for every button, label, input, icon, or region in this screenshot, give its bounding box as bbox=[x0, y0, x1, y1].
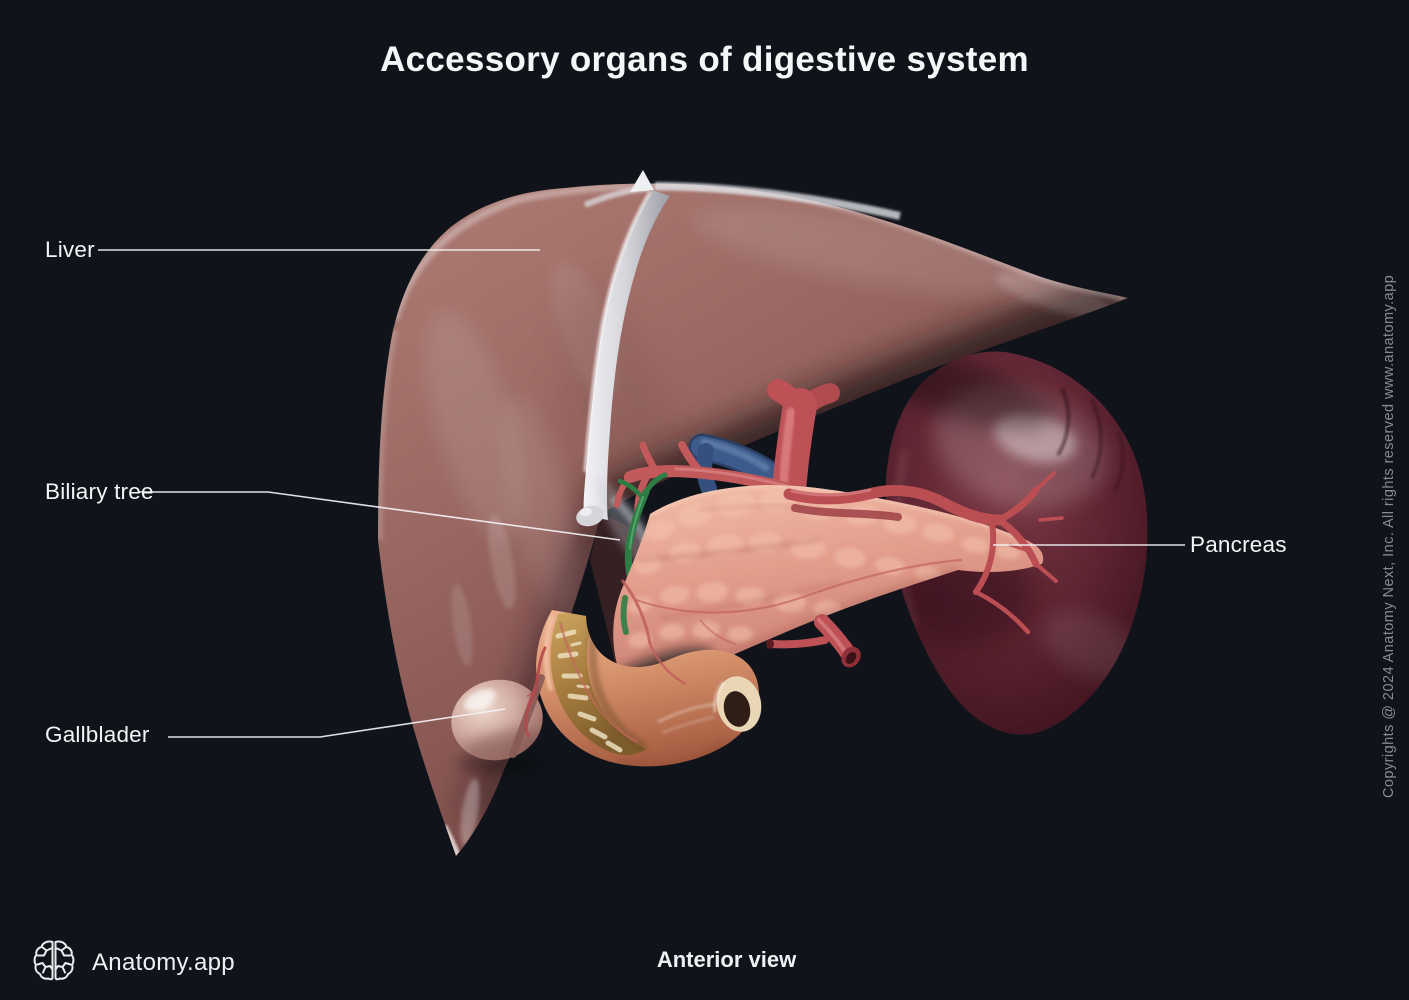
splenic-vessels bbox=[783, 471, 1064, 635]
falciform-ligament bbox=[576, 170, 901, 527]
brand-footer: Anatomy.app bbox=[30, 936, 235, 989]
label-liver: Liver bbox=[45, 237, 95, 262]
gallbladder bbox=[451, 646, 547, 774]
view-label: Anterior view bbox=[656, 947, 797, 972]
label-biliary-tree: Biliary tree bbox=[45, 479, 154, 504]
mesenteric-vessel-stub bbox=[766, 614, 861, 668]
hepatic-artery bbox=[614, 379, 840, 516]
brain-logo-icon bbox=[30, 936, 78, 989]
duodenum bbox=[536, 610, 762, 767]
brand-name: Anatomy.app bbox=[92, 948, 235, 976]
biliary-tree-leader-line bbox=[138, 491, 621, 541]
gallbladder-leader-line bbox=[168, 708, 506, 738]
page-title: Accessory organs of digestive system bbox=[380, 40, 1029, 79]
cystic-vessel bbox=[524, 646, 547, 738]
label-pancreas: Pancreas bbox=[1190, 532, 1287, 557]
biliary-tree bbox=[617, 472, 668, 579]
pancreaticoduodenal-vessels bbox=[558, 558, 963, 743]
pancreas bbox=[613, 485, 1044, 686]
bile-duct-lower bbox=[620, 595, 629, 635]
label-gallbladder: Gallblader bbox=[45, 722, 150, 747]
copyright-watermark: Copyrights @ 2024 Anatomy Next, Inc. All… bbox=[1381, 274, 1397, 798]
